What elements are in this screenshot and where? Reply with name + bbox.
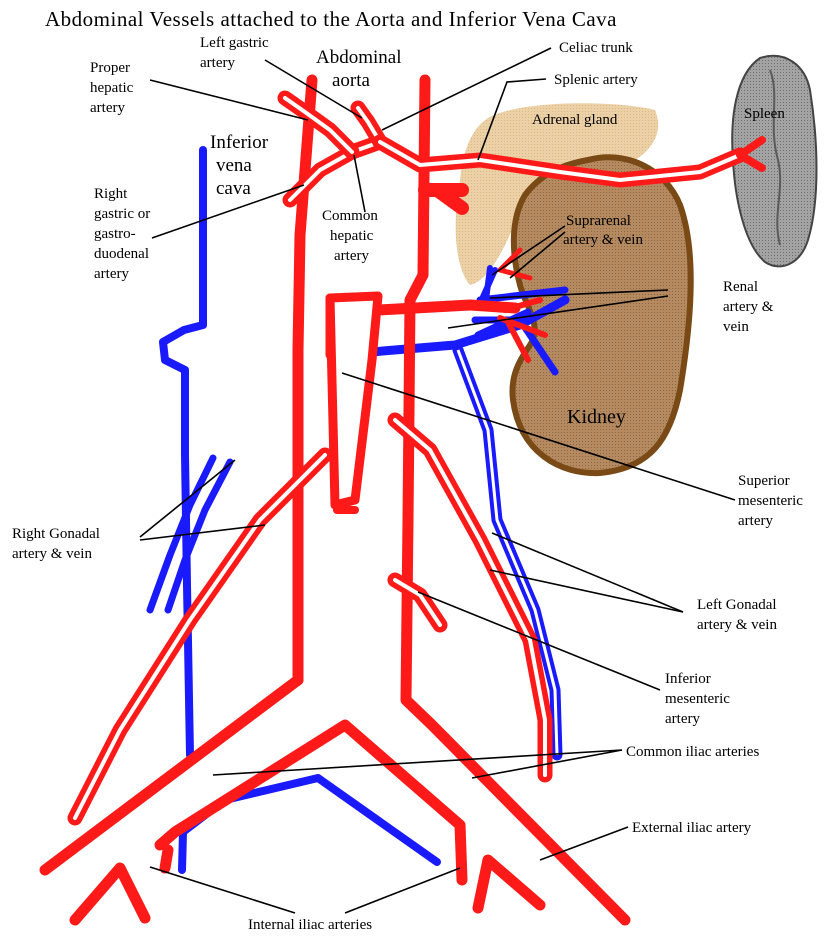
diagram-title: Abdominal Vessels attached to the Aorta … xyxy=(45,7,617,31)
label-abdominal-aorta-1: Abdominal xyxy=(316,47,402,68)
label-right-gastric-5: artery xyxy=(94,266,129,282)
label-adrenal-gland: Adrenal gland xyxy=(532,112,618,128)
label-inferior-mesenteric-3: artery xyxy=(665,711,700,727)
label-proper-hepatic-2: hepatic xyxy=(90,80,134,96)
label-inferior-mesenteric-2: mesenteric xyxy=(665,691,730,707)
superior-mesenteric-artery-body xyxy=(330,296,378,505)
left-common-iliac xyxy=(478,860,540,908)
label-superior-mesenteric-1: Superior xyxy=(738,473,790,489)
label-internal-iliac: Internal iliac arteries xyxy=(248,917,372,933)
label-renal-3: vein xyxy=(723,319,749,335)
label-proper-hepatic-1: Proper xyxy=(90,60,130,76)
label-spleen: Spleen xyxy=(744,106,785,122)
label-renal-2: artery & xyxy=(723,299,774,315)
leader-internal-iliac-1 xyxy=(150,867,295,913)
label-common-iliac: Common iliac arteries xyxy=(626,744,759,760)
label-ivc-2: vena xyxy=(216,155,252,176)
label-ivc-1: Inferior xyxy=(210,132,269,153)
label-common-hepatic-2: hepatic xyxy=(330,228,374,244)
label-right-gastric-1: Right xyxy=(94,186,128,202)
left-renal-artery xyxy=(378,305,515,310)
label-splenic-artery: Splenic artery xyxy=(554,72,638,88)
label-suprarenal-1: Suprarenal xyxy=(566,213,631,229)
label-left-gonadal-1: Left Gonadal xyxy=(697,597,777,613)
label-common-hepatic-1: Common xyxy=(322,208,378,224)
label-right-gastric-2: gastric or xyxy=(94,206,150,222)
label-external-iliac: External iliac artery xyxy=(632,820,752,836)
label-right-gastric-4: duodenal xyxy=(94,246,149,262)
internal-iliac-left xyxy=(75,868,145,920)
label-celiac-trunk: Celiac trunk xyxy=(559,40,633,56)
iliac-vein-arch xyxy=(182,778,437,870)
label-suprarenal-2: artery & vein xyxy=(563,232,643,248)
label-superior-mesenteric-3: artery xyxy=(738,513,773,529)
right-iliac-short xyxy=(165,850,168,868)
label-left-gastric-1: Left gastric xyxy=(200,35,269,51)
label-renal-1: Renal xyxy=(723,279,758,295)
label-right-gonadal-2: artery & vein xyxy=(12,546,92,562)
label-abdominal-aorta-2: aorta xyxy=(332,70,371,91)
label-superior-mesenteric-2: mesenteric xyxy=(738,493,803,509)
label-right-gonadal-1: Right Gonadal xyxy=(12,526,100,542)
label-ivc-3: cava xyxy=(216,178,251,199)
label-left-gonadal-2: artery & vein xyxy=(697,617,777,633)
celiac-trunk-stub xyxy=(425,190,462,208)
leader-common-hepatic xyxy=(354,155,365,212)
leader-common-iliac-1 xyxy=(213,750,622,775)
label-left-gastric-2: artery xyxy=(200,55,235,71)
label-inferior-mesenteric-1: Inferior xyxy=(665,671,711,687)
leader-internal-iliac-2 xyxy=(345,868,460,913)
label-kidney: Kidney xyxy=(567,406,626,428)
label-right-gastric-3: gastro- xyxy=(94,226,136,242)
label-proper-hepatic-3: artery xyxy=(90,100,125,116)
label-common-hepatic-3: artery xyxy=(334,248,369,264)
